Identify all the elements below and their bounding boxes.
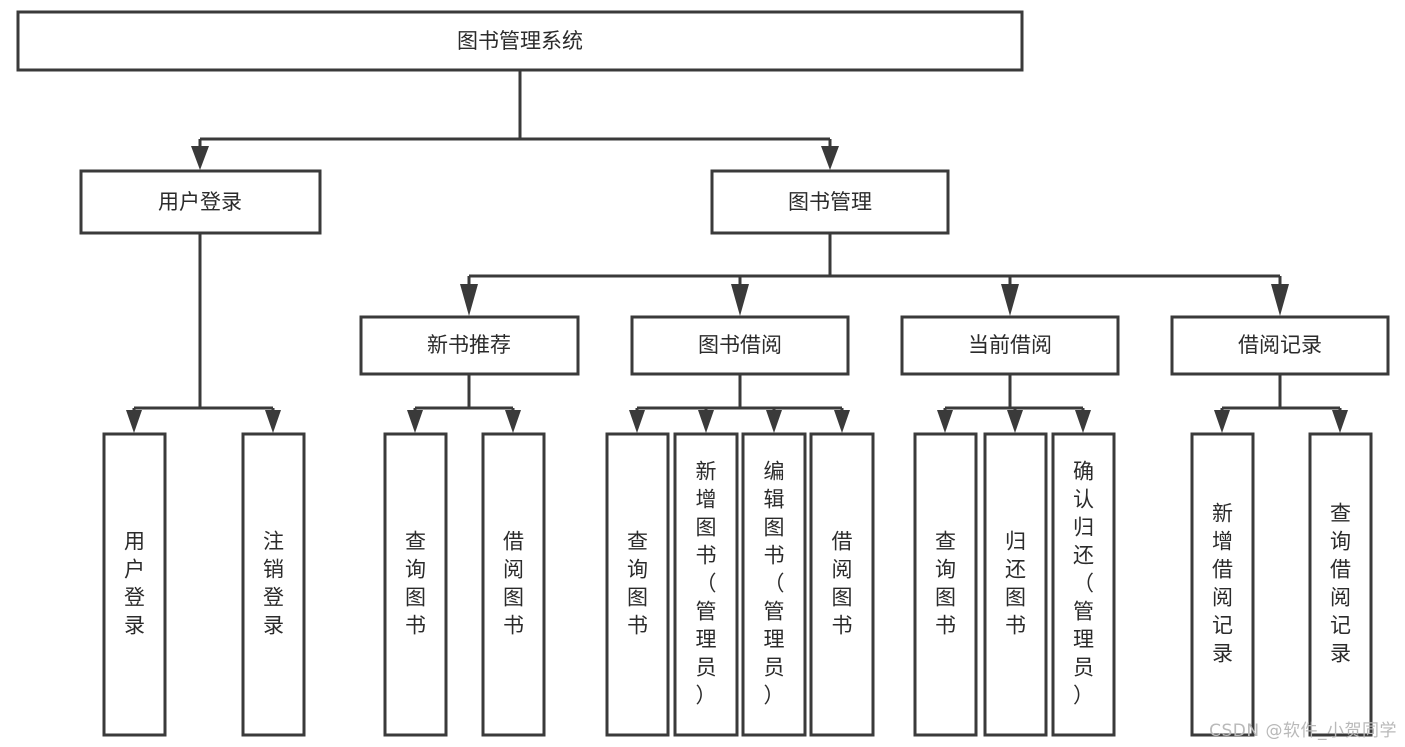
leaf-node[interactable]: 借阅图书 <box>809 432 875 737</box>
node-root-box[interactable] <box>16 10 1024 72</box>
leaf-node-box[interactable] <box>1051 432 1116 737</box>
arrow-head-icon <box>1007 410 1023 433</box>
leaf-node-box[interactable] <box>241 432 306 737</box>
node-book-borrow-label: 图书借阅 <box>698 333 782 357</box>
arrow-head-icon <box>834 410 850 433</box>
node-new-book-recommend-box[interactable] <box>359 315 580 376</box>
leaf-node-box[interactable] <box>673 432 739 737</box>
arrow-head-icon <box>937 410 953 433</box>
arrow-head-icon <box>265 410 281 433</box>
leaf-node-label: 新增借阅记录 <box>1212 502 1233 666</box>
leaf-node-box[interactable] <box>1308 432 1373 737</box>
leaf-node-box[interactable] <box>913 432 978 737</box>
leaf-node[interactable]: 查询图书 <box>383 432 448 737</box>
leaf-node[interactable]: 新增借阅记录 <box>1190 432 1255 737</box>
arrow-head-icon <box>505 410 521 433</box>
node-borrow-record-box[interactable] <box>1170 315 1390 376</box>
arrow-head-icon <box>1214 410 1230 433</box>
node-book-borrow[interactable]: 图书借阅 <box>630 315 850 376</box>
arrow-head-icon <box>731 284 749 316</box>
leaf-node-label: 归还图书 <box>1005 530 1026 638</box>
leaf-node[interactable]: 查询图书 <box>605 432 670 737</box>
node-user-login-label: 用户登录 <box>158 190 242 214</box>
arrow-head-icon <box>698 410 714 433</box>
leaf-node[interactable]: 编辑图书（管理员） <box>741 432 807 737</box>
leaf-node-box[interactable] <box>809 432 875 737</box>
leaf-node[interactable]: 归还图书 <box>983 432 1048 737</box>
leaf-node[interactable]: 新增图书（管理员） <box>673 432 739 737</box>
leaf-node-label: 注销登录 <box>263 530 284 638</box>
leaf-node-label: 查询图书 <box>935 530 956 638</box>
leaf-node-box[interactable] <box>102 432 167 737</box>
leaf-node-layer: 用户登录 注销登录 查询图书 借阅图书 查询图书 新增图书（管理员） 编辑图书（管理员） 借阅… <box>102 432 1373 737</box>
leaf-node[interactable]: 查询借阅记录 <box>1308 432 1373 737</box>
node-current-borrow-label: 当前借阅 <box>968 333 1052 357</box>
leaf-node-box[interactable] <box>605 432 670 737</box>
leaf-node-label: 查询图书 <box>627 530 648 638</box>
arrow-head-icon <box>1001 284 1019 316</box>
leaf-node-box[interactable] <box>481 432 546 737</box>
arrow-head-icon <box>126 410 142 433</box>
leaf-node-label: 用户登录 <box>124 530 145 638</box>
node-root[interactable]: 图书管理系统 <box>16 10 1024 72</box>
leaf-node-label: 查询借阅记录 <box>1330 502 1351 666</box>
arrow-head-icon <box>1332 410 1348 433</box>
arrow-head-icon <box>1271 284 1289 316</box>
node-user-login[interactable]: 用户登录 <box>79 169 322 235</box>
node-book-management[interactable]: 图书管理 <box>710 169 950 235</box>
arrow-head-icon <box>821 146 839 170</box>
leaf-node-box[interactable] <box>741 432 807 737</box>
arrow-head-icon <box>191 146 209 170</box>
leaf-node-label: 查询图书 <box>405 530 426 638</box>
connector-layer <box>126 70 1348 433</box>
leaf-node-box[interactable] <box>983 432 1048 737</box>
leaf-node-label: 新增图书（管理员） <box>696 460 717 708</box>
leaf-node[interactable]: 注销登录 <box>241 432 306 737</box>
leaf-node[interactable]: 用户登录 <box>102 432 167 737</box>
node-book-borrow-box[interactable] <box>630 315 850 376</box>
leaf-node-label: 编辑图书（管理员） <box>764 460 785 708</box>
leaf-node[interactable]: 借阅图书 <box>481 432 546 737</box>
arrow-head-icon <box>766 410 782 433</box>
node-current-borrow-box[interactable] <box>900 315 1120 376</box>
node-borrow-record[interactable]: 借阅记录 <box>1170 315 1390 376</box>
node-new-book-recommend[interactable]: 新书推荐 <box>359 315 580 376</box>
arrow-head-icon <box>460 284 478 316</box>
node-borrow-record-label: 借阅记录 <box>1238 333 1322 357</box>
leaf-node[interactable]: 确认归还（管理员） <box>1051 432 1116 737</box>
arrow-head-icon <box>407 410 423 433</box>
leaf-node-box[interactable] <box>1190 432 1255 737</box>
node-new-book-recommend-label: 新书推荐 <box>427 333 511 357</box>
node-current-borrow[interactable]: 当前借阅 <box>900 315 1120 376</box>
node-user-login-box[interactable] <box>79 169 322 235</box>
leaf-node-label: 确认归还（管理员） <box>1073 460 1094 708</box>
node-root-label: 图书管理系统 <box>457 29 583 53</box>
arrow-head-icon <box>1075 410 1091 433</box>
node-book-management-label: 图书管理 <box>788 190 872 214</box>
node-book-management-box[interactable] <box>710 169 950 235</box>
leaf-node-box[interactable] <box>383 432 448 737</box>
leaf-node-label: 借阅图书 <box>503 530 524 638</box>
leaf-node[interactable]: 查询图书 <box>913 432 978 737</box>
arrow-head-icon <box>629 410 645 433</box>
leaf-node-label: 借阅图书 <box>832 530 853 638</box>
